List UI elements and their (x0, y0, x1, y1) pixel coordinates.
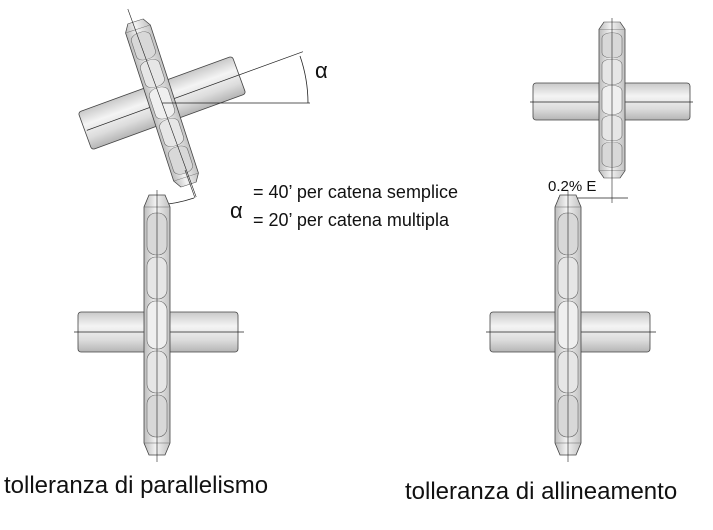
offset-shaft-sprocket (530, 18, 693, 203)
reference-shaft-sprocket-left (74, 190, 244, 462)
tolerance-multiple-chain: = 20’ per catena multipla (253, 210, 449, 230)
caption-alignment: tolleranza di allineamento (405, 478, 678, 505)
caption-parallelism: tolleranza di parallelismo (4, 472, 269, 499)
reference-shaft-sprocket-right (486, 190, 656, 462)
tolerance-alpha-symbol: α (230, 198, 243, 223)
angle-alpha-label: α (315, 58, 328, 83)
offset-label: 0.2% E (548, 178, 597, 195)
tolerance-single-chain: = 40’ per catena semplice (253, 182, 458, 202)
